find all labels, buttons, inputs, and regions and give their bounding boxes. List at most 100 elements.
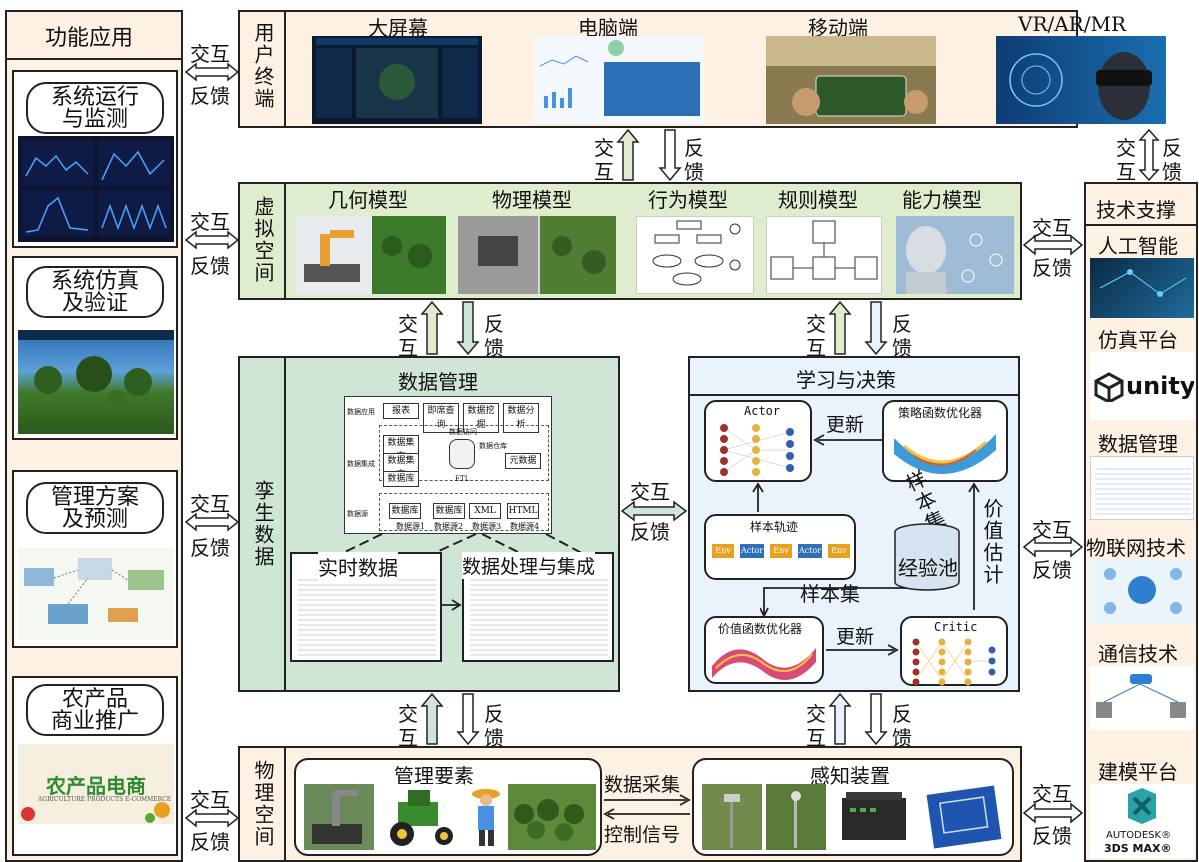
- metadata-box: 元数据: [505, 453, 541, 469]
- tech-iot-label: 物联网技术: [1086, 532, 1186, 561]
- actor-network-graphic: [706, 420, 810, 482]
- etl-label: ETL: [455, 475, 469, 483]
- ut-vs-up-arrow-icon: [616, 128, 640, 182]
- sensor-pole-graphic-2: [766, 784, 826, 850]
- logistics-graphic: [18, 548, 174, 640]
- controller-module-graphic: [832, 784, 916, 850]
- unity-logo: unity: [1090, 352, 1194, 420]
- policy-optimizer-label: 策略函数优化器: [898, 404, 982, 421]
- td-ld-feedback: 反馈: [630, 516, 670, 545]
- rfid-board-graphic: [920, 784, 1008, 850]
- policy-surface-graphic: [884, 420, 1006, 482]
- sensor-pole-graphic-1: [702, 784, 762, 850]
- management-plan-line2: 及预测: [28, 509, 162, 531]
- mobile-ar-image: [766, 36, 936, 124]
- big-screen-graphic: [312, 36, 482, 124]
- system-monitoring-pill[interactable]: 系统运行 与监测: [26, 82, 164, 134]
- value-to-critic-arrow-icon: [824, 644, 900, 656]
- sensor-pole-image-2: [766, 784, 826, 850]
- simulation-trees-graphic: [18, 330, 174, 434]
- geometry-model-label: 几何模型: [328, 184, 408, 213]
- tech-support-divider: [1084, 224, 1198, 226]
- agri-promotion-line1: 农产品: [28, 689, 162, 711]
- right-arrow-top-interact-b: 互: [1116, 156, 1136, 185]
- vs-ld-down-arrow-icon: [864, 300, 888, 356]
- user-terminal-divider: [284, 10, 286, 128]
- td-ps-down-arrow-icon: [456, 692, 480, 746]
- ut-vs-interact-b: 互: [594, 156, 614, 185]
- data-warehouse-cylinder: [449, 439, 475, 469]
- vr-headset-graphic: [996, 36, 1166, 124]
- orchard-graphic: [508, 784, 596, 850]
- functional-application-divider: [5, 58, 183, 60]
- data-access-label: 数据访问: [449, 427, 477, 437]
- tech-comm-image: [1090, 666, 1194, 730]
- critic-box: Critic: [900, 616, 1008, 686]
- system-simulation-pill[interactable]: 系统仿真 及验证: [26, 266, 164, 318]
- control-signal-label: 控制信号: [604, 820, 680, 847]
- processing-data-table: [470, 576, 608, 658]
- physical-space-divider: [284, 746, 286, 862]
- logistics-illustration: [18, 548, 174, 640]
- ecommerce-produce-graphic: [18, 744, 174, 824]
- terminal-vr-label: VR/AR/MR: [1018, 12, 1126, 36]
- right-arrow-1-feedback: 反馈: [1032, 252, 1072, 281]
- policy-to-actor-arrow-icon: [812, 434, 884, 446]
- tech-support-title: 技术支撑: [1096, 194, 1176, 223]
- data-mart-db: 数据库: [383, 471, 419, 487]
- policy-optimizer-box: 策略函数优化器: [882, 400, 1008, 482]
- unity-cube-icon: [1094, 372, 1124, 402]
- simulation-scene-image: [18, 330, 174, 434]
- ld-ps-down-arrow-icon: [864, 692, 888, 746]
- sensor-pole-image-1: [702, 784, 762, 850]
- capability-model-graphic: [896, 216, 1014, 294]
- trajectory-to-actor-arrow-icon: [752, 482, 764, 514]
- right-top-double-arrow-icon: [1138, 128, 1160, 182]
- value-optimizer-box: 价值函数优化器: [704, 616, 824, 684]
- tech-ai-image: [1090, 258, 1194, 318]
- tech-iot-image: [1090, 560, 1194, 624]
- behavior-model-diagram: [636, 216, 754, 294]
- autodesk-logo: AUTODESK® 3DS MAX®: [1090, 784, 1194, 858]
- left-arrow-4-icon: [184, 808, 240, 828]
- traj-cell-2: Actor: [740, 544, 764, 558]
- realtime-to-processing-arrow-icon: [442, 598, 464, 612]
- data-management-title: 数据管理: [398, 366, 478, 395]
- vs-td-down-arrow-icon: [456, 300, 480, 356]
- vr-headset-image: [996, 36, 1166, 124]
- source-db-2: 数据库: [433, 503, 465, 519]
- user-terminal-label: 用户终端: [249, 22, 278, 110]
- left-arrow-3-feedback: 反馈: [190, 532, 230, 561]
- pc-dashboard-graphic: [534, 36, 704, 124]
- unity-wordmark: unity: [1126, 372, 1194, 400]
- tech-data-image: [1090, 456, 1194, 520]
- vs-td-up-arrow-icon: [420, 300, 444, 356]
- ecommerce-banner: 农产品电商 AGRICULTURE PRODUCTS E-COMMERCE: [18, 744, 174, 824]
- actor-box: Actor: [704, 400, 812, 482]
- row-label-integration: 数据集成: [347, 459, 375, 469]
- realtime-data-table: [298, 576, 436, 658]
- system-monitoring-line1: 系统运行: [28, 87, 162, 109]
- geometry-model-image: [296, 216, 446, 294]
- ut-vs-down-arrow-icon: [658, 128, 682, 182]
- orchard-image: [508, 784, 596, 850]
- management-plan-pill[interactable]: 管理方案 及预测: [26, 482, 164, 534]
- virtual-space-divider: [284, 182, 286, 300]
- tech-data-table: [1095, 465, 1191, 515]
- capability-model-image: [896, 216, 1014, 294]
- tractor-graphic: [378, 784, 464, 850]
- left-arrow-2-icon: [184, 230, 240, 250]
- agri-promotion-pill[interactable]: 农产品 商业推广: [26, 684, 164, 736]
- traj-cell-3: Env: [770, 544, 792, 558]
- tech-ai-label: 人工智能: [1098, 230, 1178, 259]
- big-screen-image: [312, 36, 482, 124]
- source-xml: XML: [469, 503, 501, 519]
- sample-trajectory-box: 样本轨迹 Env Actor Env Actor Env: [704, 514, 856, 580]
- experience-pool-label: 经验池: [898, 552, 958, 581]
- realtime-data-title: 实时数据: [318, 552, 398, 581]
- physical-space-label: 物理空间: [249, 760, 278, 848]
- traj-cell-5: Env: [828, 544, 850, 558]
- left-arrow-1-feedback: 反馈: [190, 80, 230, 109]
- ld-ps-up-arrow-icon: [828, 692, 852, 746]
- critic-label: Critic: [934, 620, 977, 634]
